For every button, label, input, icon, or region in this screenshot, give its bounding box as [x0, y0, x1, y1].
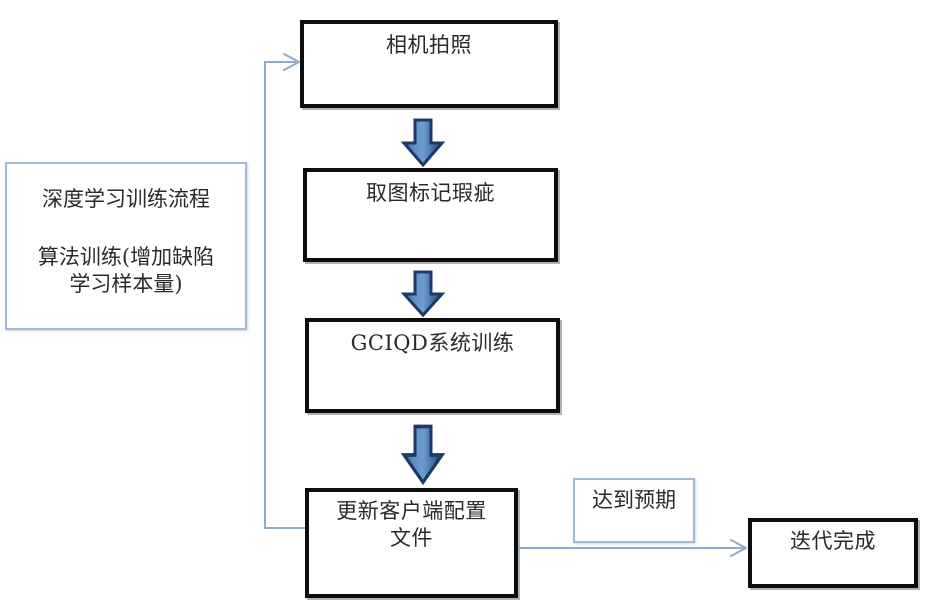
note-line-title: 深度学习训练流程 [42, 187, 210, 211]
process-box-mark-defects-label: 取图标记瑕疵 [366, 181, 495, 205]
process-box-camera-label: 相机拍照 [386, 33, 472, 57]
process-box-gciqd-training[interactable]: GCIQD系统训练 [305, 318, 560, 413]
edge-label-box-expected: 达到预期 [573, 478, 695, 543]
process-box-mark-defects[interactable]: 取图标记瑕疵 [303, 168, 558, 262]
process-box-update-client-config-label: 更新客户端配置 文件 [336, 499, 487, 550]
block-arrow-down-icon-1 [401, 118, 445, 168]
note-box-training-process: 深度学习训练流程 算法训练(增加缺陷 学习样本量) [5, 162, 247, 330]
process-box-gciqd-training-label: GCIQD系统训练 [350, 331, 515, 355]
process-box-iteration-complete-label: 迭代完成 [790, 529, 876, 553]
process-box-camera[interactable]: 相机拍照 [300, 20, 558, 108]
note-line-subtitle: 算法训练(增加缺陷 学习样本量) [37, 245, 215, 297]
process-box-iteration-complete[interactable]: 迭代完成 [748, 518, 918, 588]
block-arrow-down-icon-3 [401, 424, 445, 486]
edge-label-expected-text: 达到预期 [592, 488, 676, 512]
process-box-update-client-config[interactable]: 更新客户端配置 文件 [305, 488, 518, 598]
block-arrow-down-icon-2 [401, 270, 445, 318]
